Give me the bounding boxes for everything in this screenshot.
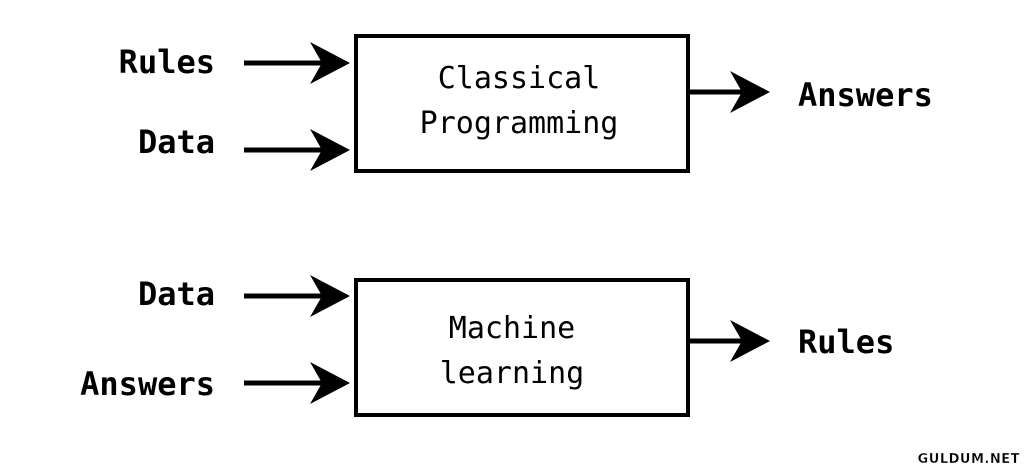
input-arrow-answers bbox=[244, 362, 350, 404]
process-box-machine-learning bbox=[354, 278, 690, 417]
input-arrow-data bbox=[244, 275, 350, 317]
input-label-data: Data bbox=[138, 275, 215, 313]
output-label-rules: Rules bbox=[798, 323, 894, 361]
watermark-text: GULDUM.NET bbox=[917, 452, 1020, 467]
output-arrow-rules bbox=[690, 320, 770, 362]
box-label-line1: Classical bbox=[438, 61, 601, 96]
process-box-classical bbox=[354, 34, 690, 173]
input-arrow-rules bbox=[244, 42, 350, 84]
input-label-rules: Rules bbox=[119, 43, 215, 81]
box-label-line1: Machine bbox=[449, 311, 575, 346]
box-label-line2: learning bbox=[440, 356, 585, 391]
output-label-answers: Answers bbox=[798, 76, 933, 114]
machine-learning-block: Data Answers Machine learning Rules bbox=[80, 275, 894, 417]
classical-programming-block: Rules Data Classical Programming Answers bbox=[119, 34, 933, 173]
box-label-line2: Programming bbox=[420, 106, 619, 141]
input-arrow-data bbox=[244, 129, 350, 171]
output-arrow-answers bbox=[690, 71, 770, 113]
input-label-data: Data bbox=[138, 123, 215, 161]
input-label-answers: Answers bbox=[80, 365, 215, 403]
